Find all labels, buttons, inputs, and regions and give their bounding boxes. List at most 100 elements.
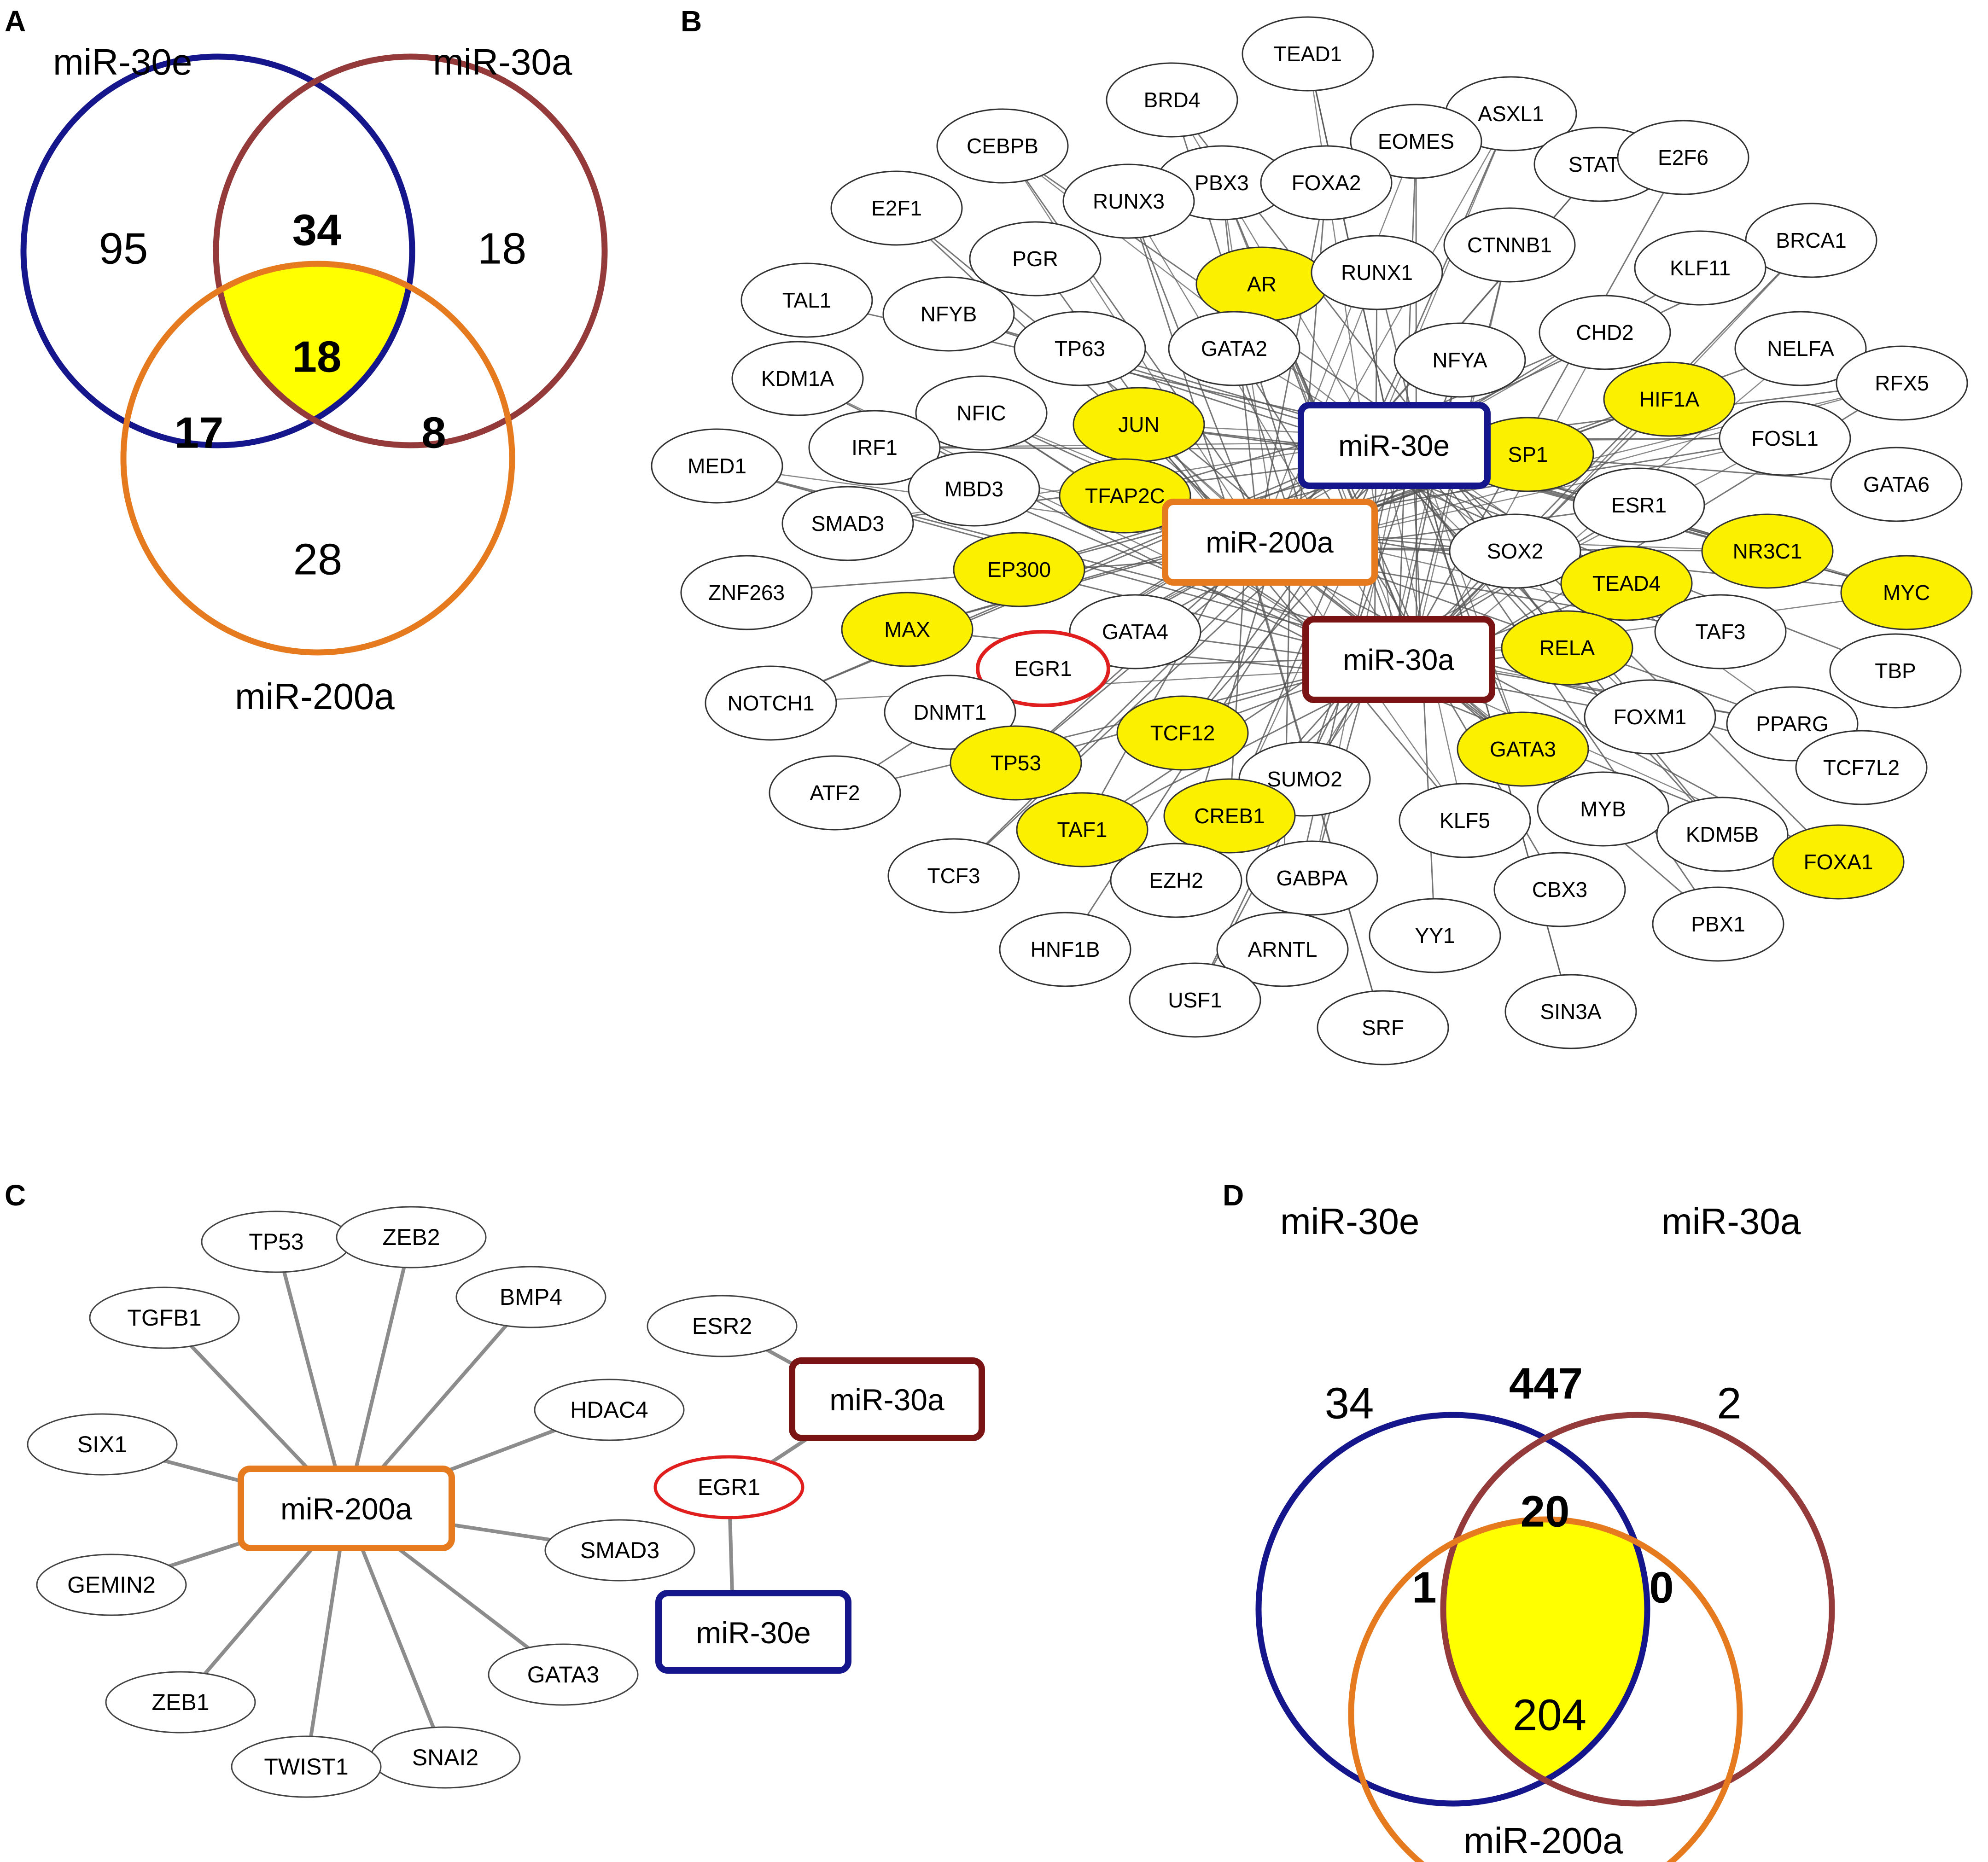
network-b-node-pbx1: PBX1 xyxy=(1652,886,1784,962)
network-b-node-label: EP300 xyxy=(987,558,1051,582)
network-b-node-label: SRF xyxy=(1362,1016,1404,1040)
network-b-node-med1: MED1 xyxy=(651,428,783,504)
network-b-node-label: GATA2 xyxy=(1201,337,1267,361)
network-b-node-max: MAX xyxy=(841,592,974,667)
network-b-node-klf11: KLF11 xyxy=(1634,230,1766,306)
network-b-node-label: HIF1A xyxy=(1639,387,1700,411)
network-b-node-fosl1: FOSL1 xyxy=(1719,401,1851,476)
network-c-node-label: SNAI2 xyxy=(412,1745,479,1770)
network-b-node-chd2: CHD2 xyxy=(1539,295,1671,370)
network-c-node-label: TWIST1 xyxy=(264,1754,348,1780)
network-c-edge xyxy=(728,1514,734,1594)
network-b-edge xyxy=(953,546,1289,877)
venn-d-mir30e-mir30a: 447 xyxy=(1509,1359,1583,1408)
network-b-node-gata3: GATA3 xyxy=(1457,711,1589,787)
network-b-node-label: ATF2 xyxy=(810,781,860,805)
venn-d-title-mir30a: miR-30a xyxy=(1662,1201,1801,1242)
network-b-node-label: CEBPB xyxy=(967,134,1038,158)
network-b-node-smad3: SMAD3 xyxy=(781,486,914,561)
network-b-node-label: PPARG xyxy=(1756,712,1829,736)
network-b-node-label: RELA xyxy=(1539,636,1595,660)
network-b-node-kdm5b: KDM5B xyxy=(1656,797,1789,872)
network-b-node-e2f1: E2F1 xyxy=(830,170,963,246)
network-b-node-label: TFAP2C xyxy=(1085,484,1165,508)
venn-d-mir30e-mir200a: 1 xyxy=(1412,1563,1436,1612)
network-b-node-sox2: SOX2 xyxy=(1449,513,1581,589)
panel-b-label: B xyxy=(681,5,702,38)
network-c-node-label: TP53 xyxy=(249,1229,304,1255)
network-b-mirna-mir200a: miR-200a xyxy=(1162,499,1378,586)
network-b-node-myb: MYB xyxy=(1537,771,1669,847)
network-b-node-label: GABPA xyxy=(1276,866,1347,890)
network-b-node-e2f6: E2F6 xyxy=(1617,120,1749,195)
network-b-node-tp53: TP53 xyxy=(950,725,1082,801)
panel-a: A miR-30e miR-30a miR-200a 95 18 28 34 1… xyxy=(5,5,608,717)
network-c-mirna-mir30a: miR-30a xyxy=(789,1357,985,1441)
venn-d-circle-mir30e xyxy=(1255,1412,1650,1807)
venn-a-mir30a-mir200a: 8 xyxy=(421,408,446,458)
network-b-node-tead1: TEAD1 xyxy=(1242,16,1374,92)
network-b-node-foxa1: FOXA1 xyxy=(1772,824,1905,900)
network-b-node-label: NOTCH1 xyxy=(727,691,814,715)
network-b-node-foxa2: FOXA2 xyxy=(1260,145,1393,221)
network-b-node-label: GATA6 xyxy=(1863,472,1930,496)
network-b-node-label: TAF1 xyxy=(1057,818,1107,842)
network-b-node-label: MYB xyxy=(1580,797,1626,821)
venn-a-mir30e-mir200a: 17 xyxy=(175,408,224,458)
network-b-node-label: KLF11 xyxy=(1670,256,1731,280)
venn-a-circle-mir200a xyxy=(120,261,515,656)
network-b-node-label: TEAD1 xyxy=(1274,42,1342,66)
network-b-node-taf1: TAF1 xyxy=(1016,792,1148,867)
network-b-node-label: BRD4 xyxy=(1144,88,1201,112)
network-b-node-jun: JUN xyxy=(1073,387,1205,462)
venn-d-only-mir30e: 34 xyxy=(1325,1379,1374,1428)
venn-a-only-mir30a: 18 xyxy=(478,224,527,273)
network-b-node-gata4: GATA4 xyxy=(1069,594,1201,669)
network-c-mirna-mir30e: miR-30e xyxy=(655,1590,851,1674)
network-b-node-label: E2F1 xyxy=(871,196,922,220)
network-b-node-label: RFX5 xyxy=(1875,371,1929,395)
network-b-node-label: GATA4 xyxy=(1102,620,1168,644)
network-c-edge xyxy=(274,1241,348,1510)
network-b-node-runx3: RUNX3 xyxy=(1062,163,1195,239)
network-b-node-label: KDM1A xyxy=(761,367,834,390)
network-c-node-label: SMAD3 xyxy=(580,1537,659,1563)
network-b-node-label: NR3C1 xyxy=(1733,539,1802,563)
network-b-node-label: AR xyxy=(1247,272,1277,296)
network-b-node-tp63: TP63 xyxy=(1014,311,1146,386)
network-b-node-label: CTNNB1 xyxy=(1467,233,1552,257)
network-b-edge xyxy=(1376,113,1512,434)
venn-d-all-three: 20 xyxy=(1521,1487,1570,1536)
network-b-node-egr1: EGR1 xyxy=(976,630,1110,707)
network-c-node-label: ZEB2 xyxy=(382,1224,440,1250)
network-b-node-klf5: KLF5 xyxy=(1399,783,1531,858)
network-b-edge xyxy=(1128,201,1240,546)
network-b-node-label: JUN xyxy=(1118,413,1159,436)
network-b-mirna-label: miR-30e xyxy=(1338,429,1450,462)
network-b-node-myc: MYC xyxy=(1840,555,1973,630)
network-b-node-nfya: NFYA xyxy=(1393,322,1526,398)
venn-a-only-mir200a: 28 xyxy=(293,535,343,584)
venn-a-title-mir200a: miR-200a xyxy=(235,676,395,717)
network-c-node-label: ESR2 xyxy=(692,1313,752,1339)
network-c-mirna-label: miR-30a xyxy=(829,1383,944,1417)
venn-d-circle-mir30a xyxy=(1440,1412,1835,1807)
network-b-node-label: FOXA2 xyxy=(1292,171,1361,195)
network-c-node-six1: SIX1 xyxy=(27,1413,178,1476)
network-b-edge xyxy=(1259,141,1417,541)
network-b-node-label: NFYA xyxy=(1432,348,1487,372)
network-b-node-nfic: NFIC xyxy=(915,375,1048,451)
network-c-node-label: ZEB1 xyxy=(152,1689,209,1715)
network-b-node-label: TCF12 xyxy=(1150,721,1215,745)
network-c-node-label: TGFB1 xyxy=(127,1305,201,1331)
network-b-node-label: DNMT1 xyxy=(914,700,986,724)
network-b-node-label: SP1 xyxy=(1508,442,1548,466)
network-b-node-label: NFYB xyxy=(921,302,977,326)
network-b-node-label: EZH2 xyxy=(1149,868,1203,892)
network-b-node-label: ESR1 xyxy=(1611,493,1667,517)
network-b-node-tcf3: TCF3 xyxy=(887,838,1020,914)
network-c-node-esr2: ESR2 xyxy=(647,1295,798,1357)
network-b-node-label: SOX2 xyxy=(1487,539,1544,563)
network-b-node-gata2: GATA2 xyxy=(1168,311,1300,386)
